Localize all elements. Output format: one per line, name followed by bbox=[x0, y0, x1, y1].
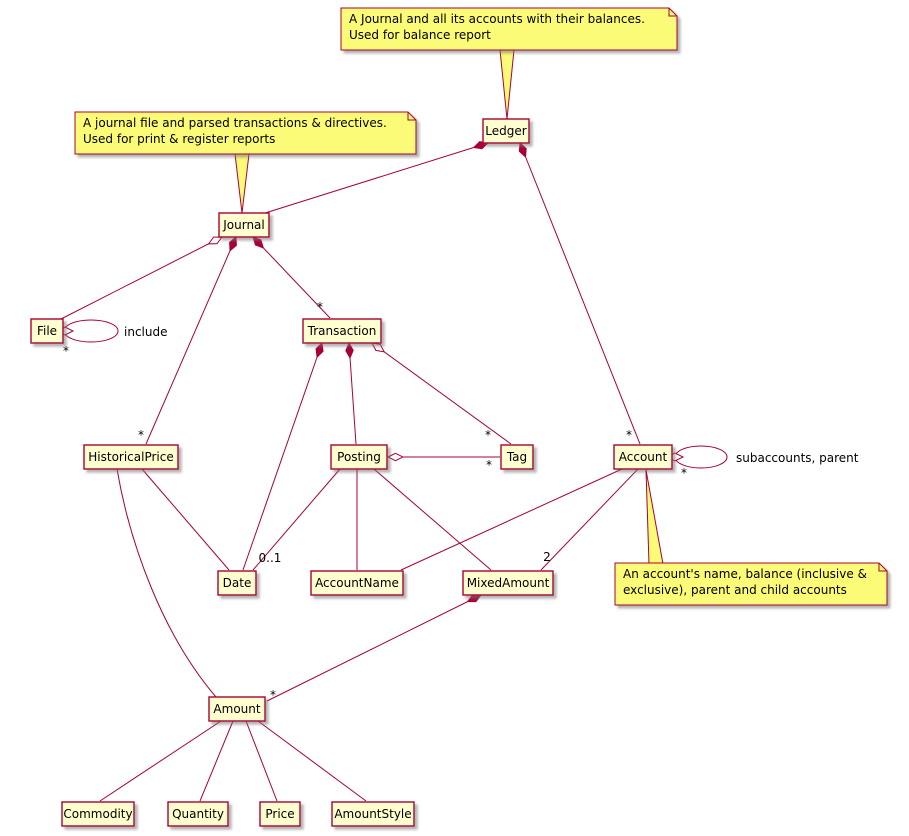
class-amountstyle: AmountStyle bbox=[331, 801, 415, 827]
account-note-fold-icon bbox=[878, 563, 887, 572]
class-label-transaction: Transaction bbox=[307, 324, 377, 338]
class-journal: Journal bbox=[218, 212, 270, 238]
mult-account-mixedamount: 2 bbox=[543, 550, 551, 564]
ledger-note bbox=[340, 7, 678, 51]
class-box-accountname bbox=[310, 570, 404, 596]
class-historicalprice: HistoricalPrice bbox=[83, 444, 179, 470]
ledger-note-line2: Used for balance report bbox=[349, 28, 491, 42]
ledger-note-line1: A Journal and all its accounts with thei… bbox=[349, 12, 645, 26]
edge-posting-mixedamount bbox=[373, 468, 492, 571]
class-label-ledger: Ledger bbox=[485, 124, 526, 138]
class-box-transaction bbox=[302, 318, 382, 344]
labels-layer: include subaccounts, parent * * * * * * … bbox=[63, 300, 859, 702]
class-mixedamount: MixedAmount bbox=[462, 570, 554, 596]
mult-posting-date: 0..1 bbox=[259, 551, 282, 565]
mult-transaction-tag: * bbox=[485, 428, 491, 442]
class-box-journal bbox=[218, 212, 270, 238]
edge-amount-commodity bbox=[99, 720, 222, 802]
class-label-price: Price bbox=[265, 807, 294, 821]
mult-file-include: * bbox=[63, 344, 69, 358]
edge-amount-price bbox=[245, 720, 278, 802]
edge-ledger-journal bbox=[261, 143, 488, 215]
journal-note-fold-icon bbox=[407, 112, 416, 121]
edge-ledger-account bbox=[520, 143, 641, 445]
edge-journal-file bbox=[60, 237, 222, 320]
class-file: File bbox=[30, 318, 64, 344]
class-label-amountstyle: AmountStyle bbox=[334, 807, 411, 821]
journal-note bbox=[74, 111, 417, 155]
ledger-note-fold-icon bbox=[668, 8, 677, 17]
label-include: include bbox=[124, 325, 167, 339]
edge-transaction-date bbox=[242, 343, 322, 571]
mult-journal-historicalprice: * bbox=[138, 428, 144, 442]
journal-note-pointer bbox=[234, 153, 250, 214]
edge-amount-quantity bbox=[199, 720, 234, 802]
account-note-line1: An account's name, balance (inclusive & bbox=[623, 567, 867, 581]
notes-layer: A Journal and all its accounts with thei… bbox=[74, 7, 888, 606]
class-box-posting bbox=[330, 444, 388, 470]
class-date: Date bbox=[217, 570, 257, 596]
edge-transaction-posting bbox=[349, 343, 357, 445]
class-box-commodity bbox=[61, 801, 135, 827]
ledger-note-pointer bbox=[499, 49, 515, 120]
class-box-tag bbox=[500, 444, 534, 470]
class-box-account bbox=[613, 444, 673, 470]
class-quantity: Quantity bbox=[167, 801, 229, 827]
class-box-amountstyle bbox=[331, 801, 415, 827]
mult-journal-transaction: * bbox=[317, 300, 323, 314]
class-posting: Posting bbox=[330, 444, 388, 470]
class-label-amount: Amount bbox=[213, 702, 260, 716]
mult-account-subaccounts: * bbox=[681, 466, 687, 480]
class-label-account: Account bbox=[619, 450, 668, 464]
class-label-commodity: Commodity bbox=[63, 807, 132, 821]
class-tag: Tag bbox=[500, 444, 534, 470]
class-label-accountname: AccountName bbox=[315, 576, 399, 590]
class-box-historicalprice bbox=[83, 444, 179, 470]
label-subaccounts-parent: subaccounts, parent bbox=[736, 451, 859, 465]
class-label-file: File bbox=[37, 324, 57, 338]
class-account: Account bbox=[613, 444, 673, 470]
class-box-mixedamount bbox=[462, 570, 554, 596]
class-label-date: Date bbox=[223, 576, 252, 590]
class-label-journal: Journal bbox=[222, 218, 265, 232]
class-label-tag: Tag bbox=[506, 450, 527, 464]
mult-mixedamount-amount: * bbox=[270, 688, 276, 702]
class-box-price bbox=[259, 801, 301, 827]
class-accountname: AccountName bbox=[310, 570, 404, 596]
class-price: Price bbox=[259, 801, 301, 827]
edge-account-mixedamount bbox=[540, 468, 639, 571]
edge-amount-amountstyle bbox=[257, 720, 367, 802]
account-note-pointer bbox=[645, 469, 664, 565]
class-box-amount bbox=[208, 696, 266, 722]
account-note-line2: exclusive), parent and child accounts bbox=[623, 583, 847, 597]
mult-ledger-account: * bbox=[626, 428, 632, 442]
edge-mixedamount-amount bbox=[266, 595, 481, 702]
class-label-mixedamount: MixedAmount bbox=[467, 576, 550, 590]
class-box-ledger bbox=[482, 118, 530, 144]
mult-posting-tag: * bbox=[486, 458, 492, 472]
journal-note-line1: A journal file and parsed transactions &… bbox=[83, 116, 387, 130]
class-box-date bbox=[217, 570, 257, 596]
edge-journal-historicalprice bbox=[145, 237, 236, 445]
class-box-file bbox=[30, 318, 64, 344]
edge-historicalprice-amount bbox=[116, 468, 217, 698]
nodes-layer: Ledger Journal File Transaction Historic… bbox=[30, 118, 673, 827]
class-box-quantity bbox=[167, 801, 229, 827]
edges-layer bbox=[55, 143, 728, 802]
class-amount: Amount bbox=[208, 696, 266, 722]
account-note bbox=[614, 562, 888, 606]
edge-journal-transaction bbox=[253, 237, 331, 319]
journal-note-line2: Used for print & register reports bbox=[83, 132, 275, 146]
edge-account-accountname bbox=[400, 468, 623, 571]
edge-historicalprice-date bbox=[141, 468, 230, 571]
edge-posting-date bbox=[252, 468, 341, 571]
class-commodity: Commodity bbox=[61, 801, 135, 827]
class-ledger: Ledger bbox=[482, 118, 530, 144]
class-label-historicalprice: HistoricalPrice bbox=[88, 450, 173, 464]
class-transaction: Transaction bbox=[302, 318, 382, 344]
class-label-quantity: Quantity bbox=[172, 807, 224, 821]
edge-transaction-tag bbox=[372, 343, 512, 445]
class-label-posting: Posting bbox=[337, 450, 381, 464]
